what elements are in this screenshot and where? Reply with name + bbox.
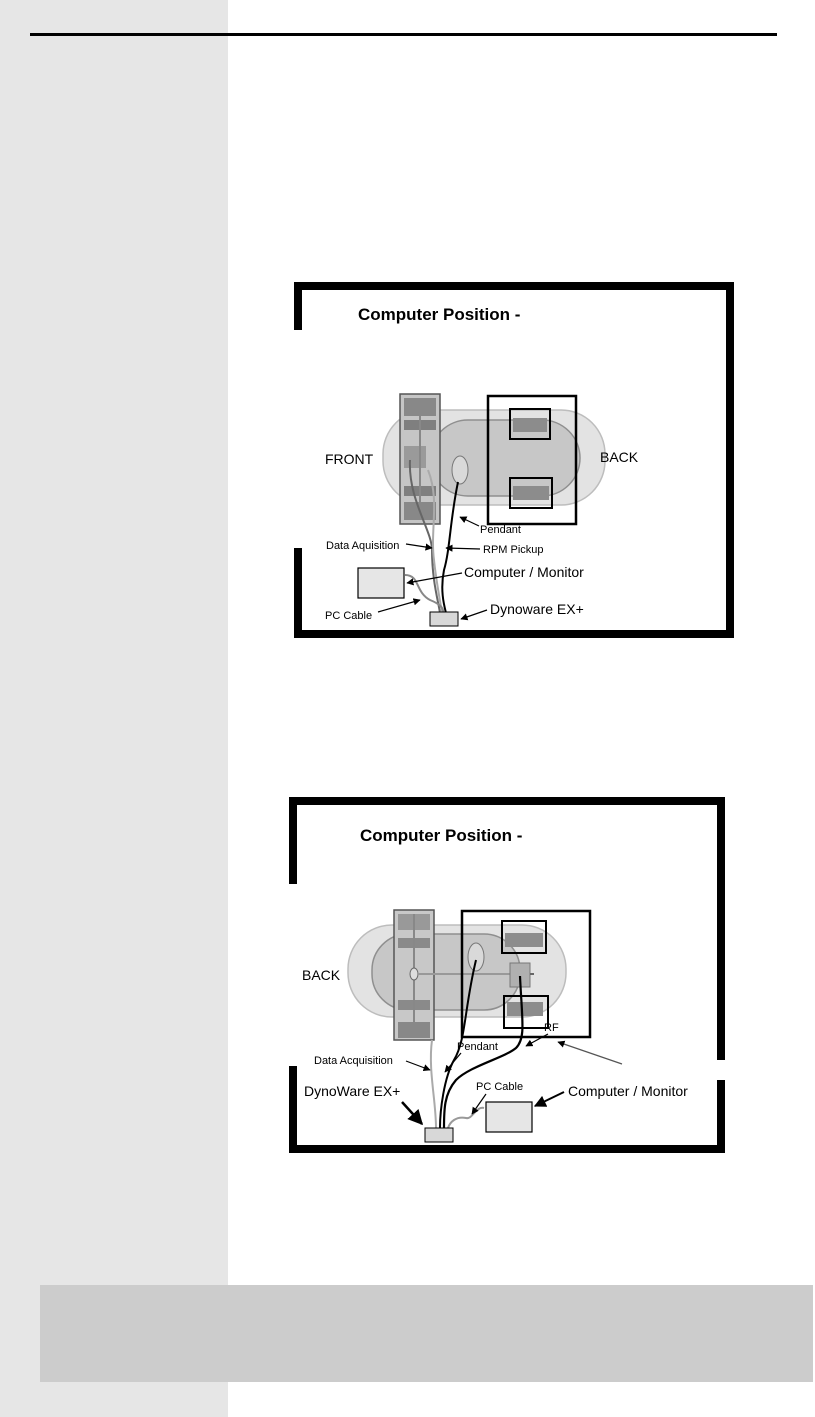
rf-pointer-arrow [557,1040,623,1065]
rear-dyno-frame [486,394,578,526]
diagram-title: Computer Position - [360,826,522,845]
label-rpm-pickup: RPM Pickup [483,544,544,556]
rear-dyno-frame [460,909,592,1039]
room-walls [289,797,725,1153]
label-pendant: Pendant [457,1041,498,1053]
setup-diagram-rear-position: Computer Position - BACK RF P [276,790,746,1170]
computer-monitor-box [357,567,405,599]
label-pc-cable: PC Cable [476,1081,523,1093]
roller-stand [393,909,532,1041]
label-back: BACK [600,449,639,465]
label-data-acquisition: Data Acquisition [314,1055,393,1067]
label-computer-monitor: Computer / Monitor [464,564,584,580]
label-data-acquisition: Data Aquisition [326,540,399,552]
label-pendant: Pendant [480,524,521,536]
label-computer-monitor: Computer / Monitor [568,1083,688,1099]
label-rf: RF [544,1022,559,1034]
dynoware-box [424,1127,454,1143]
label-back: BACK [302,967,341,983]
dynoware-box [429,611,459,627]
diagram-title: Computer Position - [358,305,520,324]
room-walls [294,282,734,638]
label-front: FRONT [325,451,374,467]
left-margin-band [0,0,228,1417]
label-dynoware: Dynoware EX+ [490,601,584,617]
label-pc-cable: PC Cable [325,610,372,622]
setup-diagram-front-position: Computer Position - FRONT BACK Pendant [280,270,750,655]
header-rule [30,33,777,36]
footer-band [40,1285,813,1382]
computer-monitor-box [485,1101,533,1133]
label-dynoware: DynoWare EX+ [304,1083,400,1099]
